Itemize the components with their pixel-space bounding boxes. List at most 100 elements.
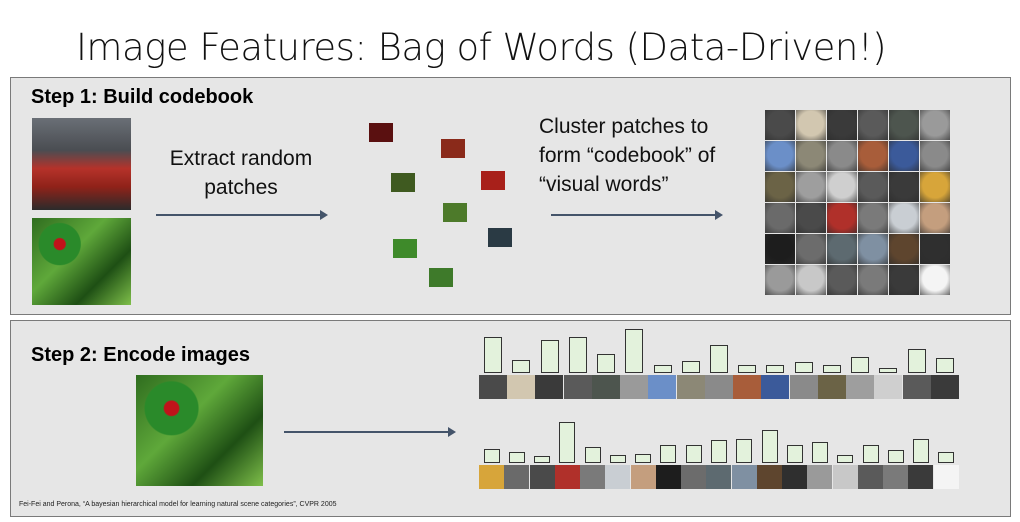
image-patch [443, 203, 467, 222]
visual-word-swatch [605, 465, 630, 489]
codebook-word [889, 203, 919, 233]
histogram-2 [479, 411, 959, 491]
codebook-word [796, 141, 826, 171]
codebook-word [827, 110, 857, 140]
visual-word-swatch [580, 465, 605, 489]
histogram-bar [938, 452, 954, 463]
histogram-bar [787, 445, 803, 463]
histogram-bar [682, 361, 700, 373]
histogram-bar [569, 337, 587, 373]
visual-word-swatch [757, 465, 782, 489]
visual-word-swatch [564, 375, 592, 399]
slide-title: Image Features: Bag of Words (Data-Drive… [76, 26, 887, 69]
histogram-bar [762, 430, 778, 463]
histogram-bar [879, 368, 897, 373]
image-patch [369, 123, 393, 142]
step2-heading: Step 2: Encode images [31, 344, 250, 366]
codebook-word [889, 110, 919, 140]
codebook-word [920, 203, 950, 233]
codebook-word [765, 110, 795, 140]
codebook-word [827, 172, 857, 202]
codebook-word [827, 234, 857, 264]
codebook-word [765, 141, 795, 171]
visual-word-swatch [656, 465, 681, 489]
visual-word-swatch [732, 465, 757, 489]
visual-word-swatch [648, 375, 676, 399]
codebook-word [889, 234, 919, 264]
codebook-word [765, 265, 795, 295]
histogram-bar [908, 349, 926, 373]
step1-panel: Step 1: Build codebook Extract random pa… [10, 77, 1011, 315]
visual-word-swatch [807, 465, 832, 489]
visual-word-swatch [908, 465, 933, 489]
histogram-bar [888, 450, 904, 463]
histogram-bar [484, 449, 500, 463]
citation: Fei-Fei and Perona, “A bayesian hierarch… [19, 501, 337, 508]
visual-word-swatch [782, 465, 807, 489]
visual-word-swatch [592, 375, 620, 399]
visual-word-swatch [934, 465, 959, 489]
frog-image [32, 218, 131, 305]
codebook-word [889, 265, 919, 295]
histogram-bar [660, 445, 676, 463]
codebook-word [765, 234, 795, 264]
encode-arrow [284, 427, 456, 437]
codebook-word [827, 265, 857, 295]
histogram-bar [635, 454, 651, 463]
histogram-bar [610, 455, 626, 463]
codebook-word [796, 234, 826, 264]
histogram-bar [913, 439, 929, 463]
codebook-word [796, 172, 826, 202]
visual-word-swatch [555, 465, 580, 489]
visual-word-swatch [631, 465, 656, 489]
codebook-word [920, 172, 950, 202]
visual-word-swatch [846, 375, 874, 399]
visual-word-swatch [883, 465, 908, 489]
image-patch [488, 228, 512, 247]
histogram-bar [711, 440, 727, 463]
codebook-word [920, 265, 950, 295]
codebook-word [796, 110, 826, 140]
histogram-bar [766, 365, 784, 373]
visual-word-swatch [858, 465, 883, 489]
codebook-word [858, 110, 888, 140]
codebook-word [858, 234, 888, 264]
histogram-bar [484, 337, 502, 373]
histogram-bar [541, 340, 559, 373]
visual-word-swatch [931, 375, 959, 399]
extract-arrow [156, 210, 328, 220]
visual-word-swatch [677, 375, 705, 399]
visual-word-swatch [620, 375, 648, 399]
codebook-word [796, 265, 826, 295]
histogram-bar [625, 329, 643, 373]
visual-word-swatch [535, 375, 563, 399]
visual-word-swatch [479, 375, 507, 399]
codebook-word [796, 203, 826, 233]
visual-word-swatch [507, 375, 535, 399]
codebook-word [827, 203, 857, 233]
histogram-bar [512, 360, 530, 373]
codebook-word [858, 172, 888, 202]
codebook-word [858, 141, 888, 171]
visual-word-swatch [479, 465, 504, 489]
image-patch [481, 171, 505, 190]
visual-word-swatch [530, 465, 555, 489]
extract-label: Extract random patches [169, 147, 313, 199]
histogram-bar [585, 447, 601, 463]
histogram-bar [534, 456, 550, 463]
codebook-word [827, 141, 857, 171]
image-patch [429, 268, 453, 287]
codebook-word [920, 234, 950, 264]
codebook-word [765, 172, 795, 202]
visual-word-swatch [818, 375, 846, 399]
histogram-bar [686, 445, 702, 463]
histogram-bar [936, 358, 954, 373]
visual-word-swatch [705, 375, 733, 399]
histogram-bar [851, 357, 869, 373]
image-patch [441, 139, 465, 158]
visual-word-swatch [681, 465, 706, 489]
codebook-grid [765, 110, 951, 296]
histogram-1 [479, 321, 959, 401]
cluster-label: Cluster patches to form “codebook” of “v… [539, 115, 716, 196]
histogram-bar [710, 345, 728, 373]
